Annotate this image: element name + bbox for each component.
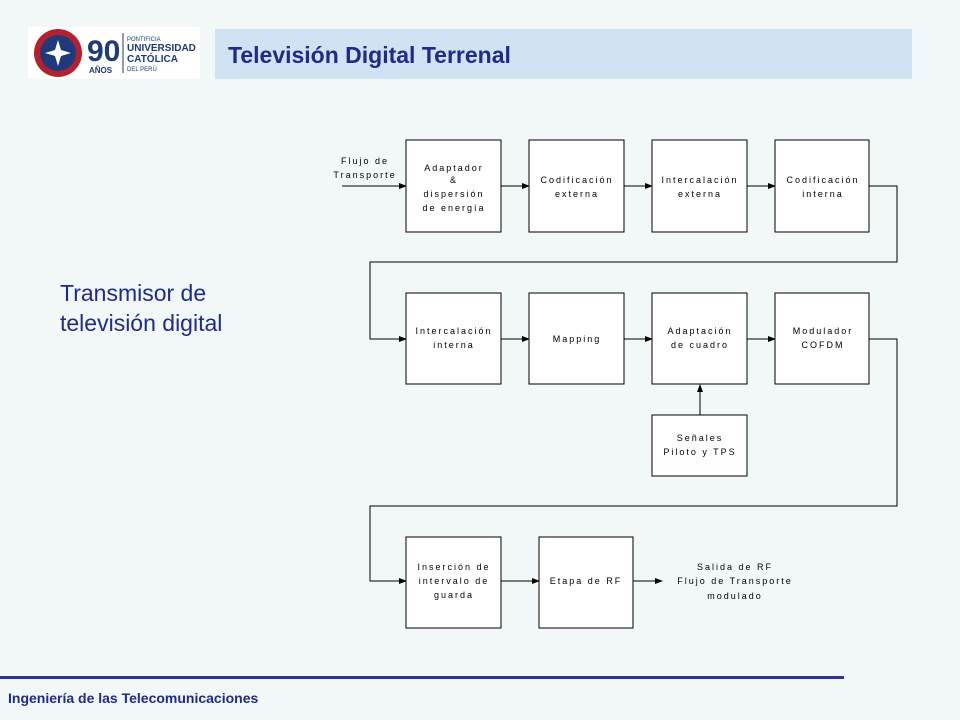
block-intercalacion-interna-label-1: Intercalación [415, 326, 492, 336]
output-label-1: Salida de RF [697, 562, 773, 572]
block-adaptador-label-4: de energía [422, 203, 485, 213]
block-mapping [528, 292, 625, 385]
subtitle-line-1: Transmisor de [60, 280, 207, 306]
block-senales-piloto-label-1: Señales [677, 433, 724, 443]
block-adaptador-label-2: & [450, 175, 458, 185]
logo-line1: PONTIFICIA [127, 37, 161, 43]
wrap-connector-1 [369, 185, 898, 342]
star-icon [45, 40, 71, 66]
block-intercalacion-externa-label-2: externa [678, 189, 722, 199]
block-senales-piloto-label-2: Piloto y TPS [663, 447, 736, 457]
block-insercion-intervalo-label-3: guarda [434, 590, 474, 600]
logo-line4: DEL PERÚ [127, 66, 157, 73]
wrap-connector-2 [369, 338, 898, 584]
output-label-2: Flujo de Transporte [677, 576, 793, 586]
logo-number: 90 [87, 35, 120, 68]
block-adaptacion-cuadro [651, 292, 748, 385]
footer-text: Ingeniería de las Telecomunicaciones [8, 690, 259, 706]
block-modulador [774, 292, 870, 385]
title-bar: Televisión Digital Terrenal [215, 29, 912, 79]
block-insercion-intervalo [405, 536, 502, 629]
subtitle: Transmisor de televisión digital [60, 278, 222, 338]
logo-line2: UNIVERSIDAD [127, 43, 196, 54]
logo-anos: AÑOS [89, 66, 113, 75]
block-etapa-rf-label: Etapa de RF [550, 576, 623, 586]
block-adaptador [405, 139, 502, 233]
block-codificacion-externa [528, 139, 625, 233]
block-adaptador-label-1: Adaptador [424, 163, 484, 173]
block-senales-piloto [651, 414, 748, 477]
block-codificacion-interna-label-1: Codificación [786, 175, 859, 185]
block-adaptacion-cuadro-label-1: Adaptación [667, 326, 732, 336]
logo-graphic: 90 AÑOS PONTIFICIA UNIVERSIDAD CATÓLICA … [34, 29, 196, 77]
logo-line3: CATÓLICA [127, 52, 178, 65]
input-label-2: Transporte [333, 170, 396, 180]
footer-divider [0, 676, 844, 679]
block-codificacion-externa-label-2: externa [555, 189, 599, 199]
block-intercalacion-externa [651, 139, 748, 233]
block-intercalacion-interna-label-2: interna [433, 340, 475, 350]
block-mapping-label: Mapping [553, 334, 602, 344]
block-codificacion-interna-label-2: interna [802, 189, 844, 199]
block-adaptacion-cuadro-label-2: de cuadro [671, 340, 729, 350]
university-logo: 90 AÑOS PONTIFICIA UNIVERSIDAD CATÓLICA … [28, 27, 200, 79]
page-title: Televisión Digital Terrenal [228, 42, 511, 68]
block-etapa-rf [538, 536, 634, 629]
input-label-1: Flujo de [341, 156, 389, 166]
subtitle-line-2: televisión digital [60, 310, 223, 336]
block-modulador-label-1: Modulador [793, 326, 854, 336]
block-codificacion-interna [774, 139, 870, 233]
block-adaptador-label-3: dispersión [423, 189, 484, 199]
block-intercalacion-interna [405, 292, 502, 385]
output-label-3: modulado [707, 591, 763, 601]
block-insercion-intervalo-label-2: intervalo de [419, 576, 490, 586]
block-modulador-label-2: COFDM [802, 340, 845, 350]
block-codificacion-externa-label-1: Codificación [540, 175, 613, 185]
block-insercion-intervalo-label-1: Inserción de [417, 562, 490, 572]
block-intercalacion-externa-label-1: Intercalación [661, 175, 738, 185]
